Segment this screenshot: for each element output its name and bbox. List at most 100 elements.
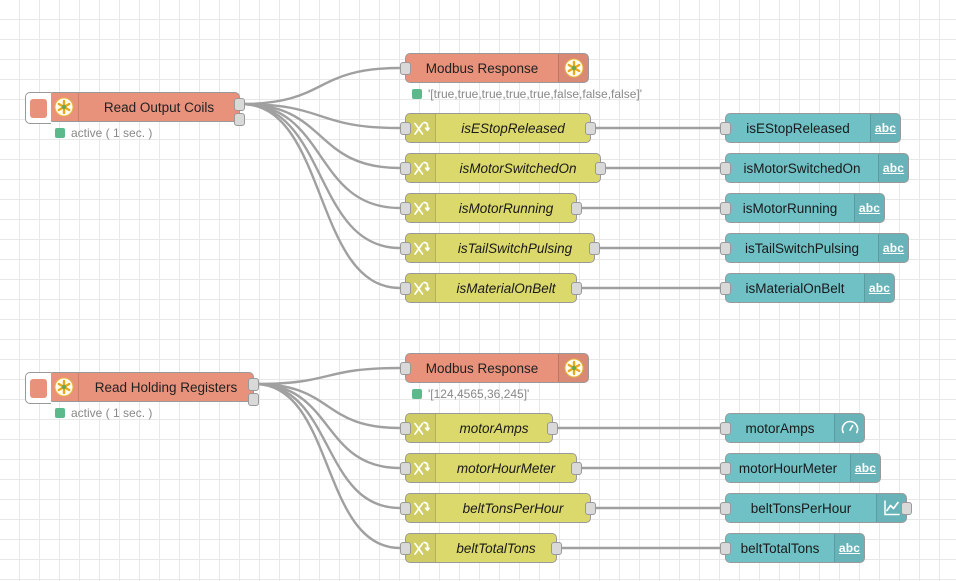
inject-button[interactable] — [25, 372, 51, 404]
node-dashboard-motorHourMeter[interactable]: motorHourMeter abc — [720, 453, 881, 483]
status-text: active ( 1 sec. ) — [71, 406, 153, 420]
gauge-icon — [834, 414, 864, 442]
input-port[interactable] — [400, 162, 411, 175]
status-text: '[true,true,true,true,true,false,false,f… — [428, 87, 643, 101]
node-label: motorAmps — [745, 420, 815, 436]
modbus-asterisk-icon — [49, 373, 79, 401]
output-port[interactable] — [547, 422, 558, 435]
node-label: isMaterialOnBelt — [456, 280, 556, 296]
output-port[interactable] — [589, 242, 600, 255]
node-function-isMaterialOnBelt[interactable]: isMaterialOnBelt — [400, 273, 582, 303]
abc-text-icon: abc — [854, 194, 884, 222]
node-label: Modbus Response — [425, 360, 539, 376]
input-port[interactable] — [720, 542, 731, 555]
node-label: isMotorSwitchedOn — [743, 160, 861, 176]
node-label: Read Holding Registers — [94, 379, 238, 395]
input-port[interactable] — [720, 242, 731, 255]
node-function-isEStopReleased[interactable]: isEStopReleased — [400, 113, 596, 143]
node-dashboard-isMotorRunning[interactable]: isMotorRunning abc — [720, 193, 885, 223]
node-function-beltTotalTons[interactable]: beltTotalTons — [400, 533, 562, 563]
input-port[interactable] — [400, 422, 411, 435]
status-dot — [412, 89, 422, 99]
function-icon — [406, 534, 436, 562]
input-port[interactable] — [720, 422, 731, 435]
node-label: Modbus Response — [425, 60, 539, 76]
output-port-1[interactable] — [234, 98, 245, 111]
node-label: isEStopReleased — [746, 120, 850, 136]
abc-text-icon: abc — [870, 114, 900, 142]
input-port[interactable] — [400, 242, 411, 255]
input-port[interactable] — [720, 162, 731, 175]
abc-text-icon: abc — [878, 234, 908, 262]
input-port[interactable] — [400, 122, 411, 135]
abc-text-icon: abc — [850, 454, 880, 482]
modbus-asterisk-icon — [49, 93, 79, 121]
node-dashboard-isEStopReleased[interactable]: isEStopReleased abc — [720, 113, 901, 143]
input-port[interactable] — [400, 282, 411, 295]
function-icon — [406, 414, 436, 442]
node-function-isMotorRunning[interactable]: isMotorRunning — [400, 193, 582, 223]
node-function-motorAmps[interactable]: motorAmps — [400, 413, 558, 443]
node-dashboard-beltTonsPerHour[interactable]: beltTonsPerHour — [720, 493, 912, 523]
input-port[interactable] — [720, 122, 731, 135]
node-label: isMotorSwitchedOn — [459, 160, 577, 176]
node-function-motorHourMeter[interactable]: motorHourMeter — [400, 453, 582, 483]
output-port-2[interactable] — [248, 393, 259, 406]
node-label: motorAmps — [459, 420, 529, 436]
output-port[interactable] — [585, 122, 596, 135]
input-port[interactable] — [400, 62, 411, 75]
output-port-1[interactable] — [248, 378, 259, 391]
node-dashboard-isMaterialOnBelt[interactable]: isMaterialOnBelt abc — [720, 273, 895, 303]
node-label: beltTotalTons — [740, 540, 820, 556]
output-port[interactable] — [571, 202, 582, 215]
input-port[interactable] — [400, 462, 411, 475]
function-icon — [406, 194, 436, 222]
node-dashboard-isTailSwitchPulsing[interactable]: isTailSwitchPulsing abc — [720, 233, 909, 263]
node-label: beltTotalTons — [456, 540, 536, 556]
input-port[interactable] — [720, 462, 731, 475]
input-port[interactable] — [400, 362, 411, 375]
node-status: '[true,true,true,true,true,false,false,f… — [412, 87, 642, 101]
inject-button-square — [30, 378, 47, 398]
abc-text-icon: abc — [878, 154, 908, 182]
output-port[interactable] — [901, 502, 912, 515]
output-port[interactable] — [571, 462, 582, 475]
output-port[interactable] — [551, 542, 562, 555]
output-port[interactable] — [571, 282, 582, 295]
node-label: beltTonsPerHour — [462, 500, 564, 516]
node-holding-registers-response[interactable]: Modbus Response '[124,4565,36,245]' — [400, 353, 589, 401]
output-port-2[interactable] — [234, 113, 245, 126]
status-text: '[124,4565,36,245]' — [428, 387, 530, 401]
function-icon — [406, 154, 436, 182]
node-label: motorHourMeter — [738, 460, 838, 476]
input-port[interactable] — [400, 202, 411, 215]
input-port[interactable] — [400, 542, 411, 555]
input-port[interactable] — [720, 202, 731, 215]
node-function-beltTonsPerHour[interactable]: beltTonsPerHour — [400, 493, 596, 523]
node-function-isTailSwitchPulsing[interactable]: isTailSwitchPulsing — [400, 233, 600, 263]
node-label: beltTonsPerHour — [750, 500, 852, 516]
input-port[interactable] — [400, 502, 411, 515]
node-holding-registers-source[interactable]: Read Holding Registers active ( 1 sec. ) — [25, 372, 259, 420]
node-function-isMotorSwitchedOn[interactable]: isMotorSwitchedOn — [400, 153, 606, 183]
output-port[interactable] — [585, 502, 596, 515]
inject-button-square — [30, 98, 47, 118]
node-output-coils-response[interactable]: Modbus Response '[true,true,true,true,tr… — [400, 53, 642, 101]
input-port[interactable] — [720, 502, 731, 515]
status-dot — [412, 389, 422, 399]
node-label: isTailSwitchPulsing — [457, 240, 573, 256]
status-text: active ( 1 sec. ) — [71, 126, 153, 140]
input-port[interactable] — [720, 282, 731, 295]
node-dashboard-beltTotalTons[interactable]: beltTotalTons abc — [720, 533, 865, 563]
function-icon — [406, 234, 436, 262]
inject-button[interactable] — [25, 92, 51, 124]
status-dot — [55, 128, 65, 138]
function-icon — [406, 494, 436, 522]
abc-text-icon: abc — [864, 274, 894, 302]
node-dashboard-isMotorSwitchedOn[interactable]: isMotorSwitchedOn abc — [720, 153, 909, 183]
output-port[interactable] — [595, 162, 606, 175]
node-dashboard-motorAmps[interactable]: motorAmps — [720, 413, 865, 443]
status-dot — [55, 408, 65, 418]
